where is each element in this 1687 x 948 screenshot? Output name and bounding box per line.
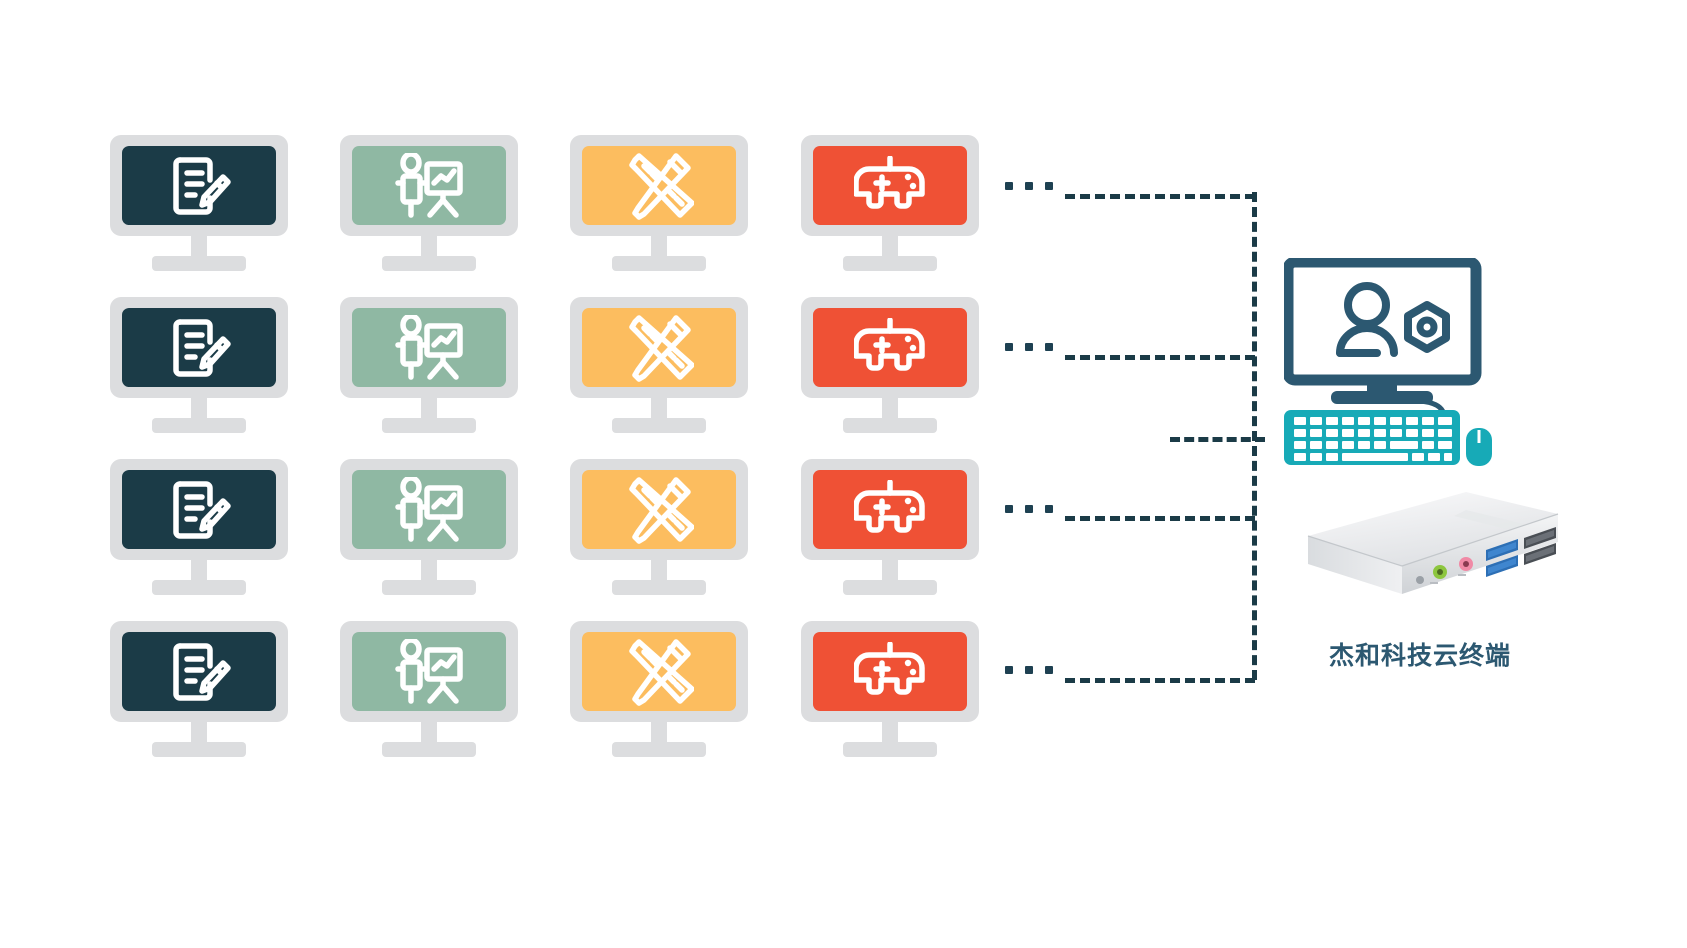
monitor-base <box>382 580 476 595</box>
gamepad-icon <box>854 317 925 371</box>
monitor-neck <box>651 560 667 582</box>
monitor-neck <box>882 398 898 420</box>
bus-branch-terminal <box>1170 437 1265 442</box>
mini-pc-icon <box>1307 492 1559 594</box>
monitor-screen <box>352 308 506 387</box>
monitor-base <box>382 256 476 271</box>
gamepad-icon <box>854 479 925 533</box>
monitor-base <box>382 742 476 757</box>
monitor-neck <box>421 236 437 258</box>
pencil-ruler-icon <box>629 314 694 382</box>
client-workstation-design[interactable] <box>570 621 748 757</box>
monitor-screen <box>813 470 967 549</box>
monitor-screen <box>122 470 276 549</box>
monitor-screen <box>582 470 736 549</box>
monitor-base <box>152 418 246 433</box>
client-workstation-document[interactable] <box>110 135 288 271</box>
presentation-icon <box>395 152 463 218</box>
monitor-neck <box>421 722 437 744</box>
pencil-ruler-icon <box>629 638 694 706</box>
client-workstation-gaming[interactable] <box>801 135 979 271</box>
client-workstation-gaming[interactable] <box>801 297 979 433</box>
presentation-icon <box>395 638 463 704</box>
bus-branch-row-1 <box>1065 194 1255 199</box>
row-ellipsis-3 <box>1005 505 1053 513</box>
presentation-icon <box>395 314 463 380</box>
client-workstation-design[interactable] <box>570 459 748 595</box>
monitor-neck <box>191 236 207 258</box>
client-workstation-presentation[interactable] <box>340 459 518 595</box>
row-ellipsis-1 <box>1005 182 1053 190</box>
bus-branch-row-2 <box>1065 355 1255 360</box>
monitor-screen <box>352 146 506 225</box>
monitor-neck <box>421 398 437 420</box>
client-workstation-design[interactable] <box>570 297 748 433</box>
pencil-ruler-icon <box>629 476 694 544</box>
document-edit-icon <box>173 156 231 215</box>
row-ellipsis-4 <box>1005 666 1053 674</box>
monitor-base <box>843 580 937 595</box>
client-workstation-presentation[interactable] <box>340 135 518 271</box>
monitor-neck <box>651 398 667 420</box>
client-workstation-gaming[interactable] <box>801 459 979 595</box>
monitor-base <box>612 580 706 595</box>
monitor-screen <box>813 146 967 225</box>
monitor-screen <box>582 308 736 387</box>
monitor-neck <box>651 722 667 744</box>
cloud-terminal-group: 杰和科技云终端 <box>1270 248 1570 688</box>
monitor-base <box>612 418 706 433</box>
monitor-screen <box>813 632 967 711</box>
monitor-base <box>843 742 937 757</box>
client-workstation-document[interactable] <box>110 621 288 757</box>
monitor-base <box>612 256 706 271</box>
gamepad-icon <box>854 641 925 695</box>
monitor-base <box>843 418 937 433</box>
bus-branch-row-4 <box>1065 678 1255 683</box>
row-ellipsis-2 <box>1005 343 1053 351</box>
monitor-base <box>152 256 246 271</box>
client-workstation-gaming[interactable] <box>801 621 979 757</box>
gamepad-icon <box>854 155 925 209</box>
keyboard-mouse-svg <box>1284 398 1492 466</box>
document-edit-icon <box>173 318 231 377</box>
client-workstation-document[interactable] <box>110 459 288 595</box>
client-workstation-design[interactable] <box>570 135 748 271</box>
terminal-monitor[interactable] <box>1282 256 1484 423</box>
mouse-icon <box>1466 428 1492 466</box>
mini-pc-device[interactable] <box>1270 488 1560 623</box>
bus-branch-row-3 <box>1065 516 1255 521</box>
monitor-base <box>843 256 937 271</box>
presentation-icon <box>395 476 463 542</box>
bus-trunk-vertical <box>1252 192 1257 680</box>
document-edit-icon <box>173 480 231 539</box>
monitor-base <box>612 742 706 757</box>
monitor-neck <box>191 722 207 744</box>
terminal-caption: 杰和科技云终端 <box>1328 641 1511 670</box>
document-edit-icon <box>173 642 231 701</box>
monitor-neck <box>882 560 898 582</box>
monitor-screen <box>122 308 276 387</box>
monitor-screen <box>582 146 736 225</box>
monitor-neck <box>882 722 898 744</box>
monitor-base <box>382 418 476 433</box>
monitor-screen <box>352 632 506 711</box>
client-workstation-document[interactable] <box>110 297 288 433</box>
monitor-neck <box>421 560 437 582</box>
monitor-neck <box>191 398 207 420</box>
pencil-ruler-icon <box>629 152 694 220</box>
monitor-base <box>152 742 246 757</box>
monitor-screen <box>813 308 967 387</box>
monitor-neck <box>191 560 207 582</box>
terminal-input-devices[interactable] <box>1270 398 1500 475</box>
monitor-neck <box>651 236 667 258</box>
client-workstation-presentation[interactable] <box>340 297 518 433</box>
monitor-screen <box>352 470 506 549</box>
monitor-screen <box>582 632 736 711</box>
monitor-base <box>152 580 246 595</box>
terminal-monitor-svg <box>1282 256 1482 404</box>
monitor-neck <box>882 236 898 258</box>
monitor-screen <box>122 146 276 225</box>
client-workstation-presentation[interactable] <box>340 621 518 757</box>
monitor-screen <box>122 632 276 711</box>
